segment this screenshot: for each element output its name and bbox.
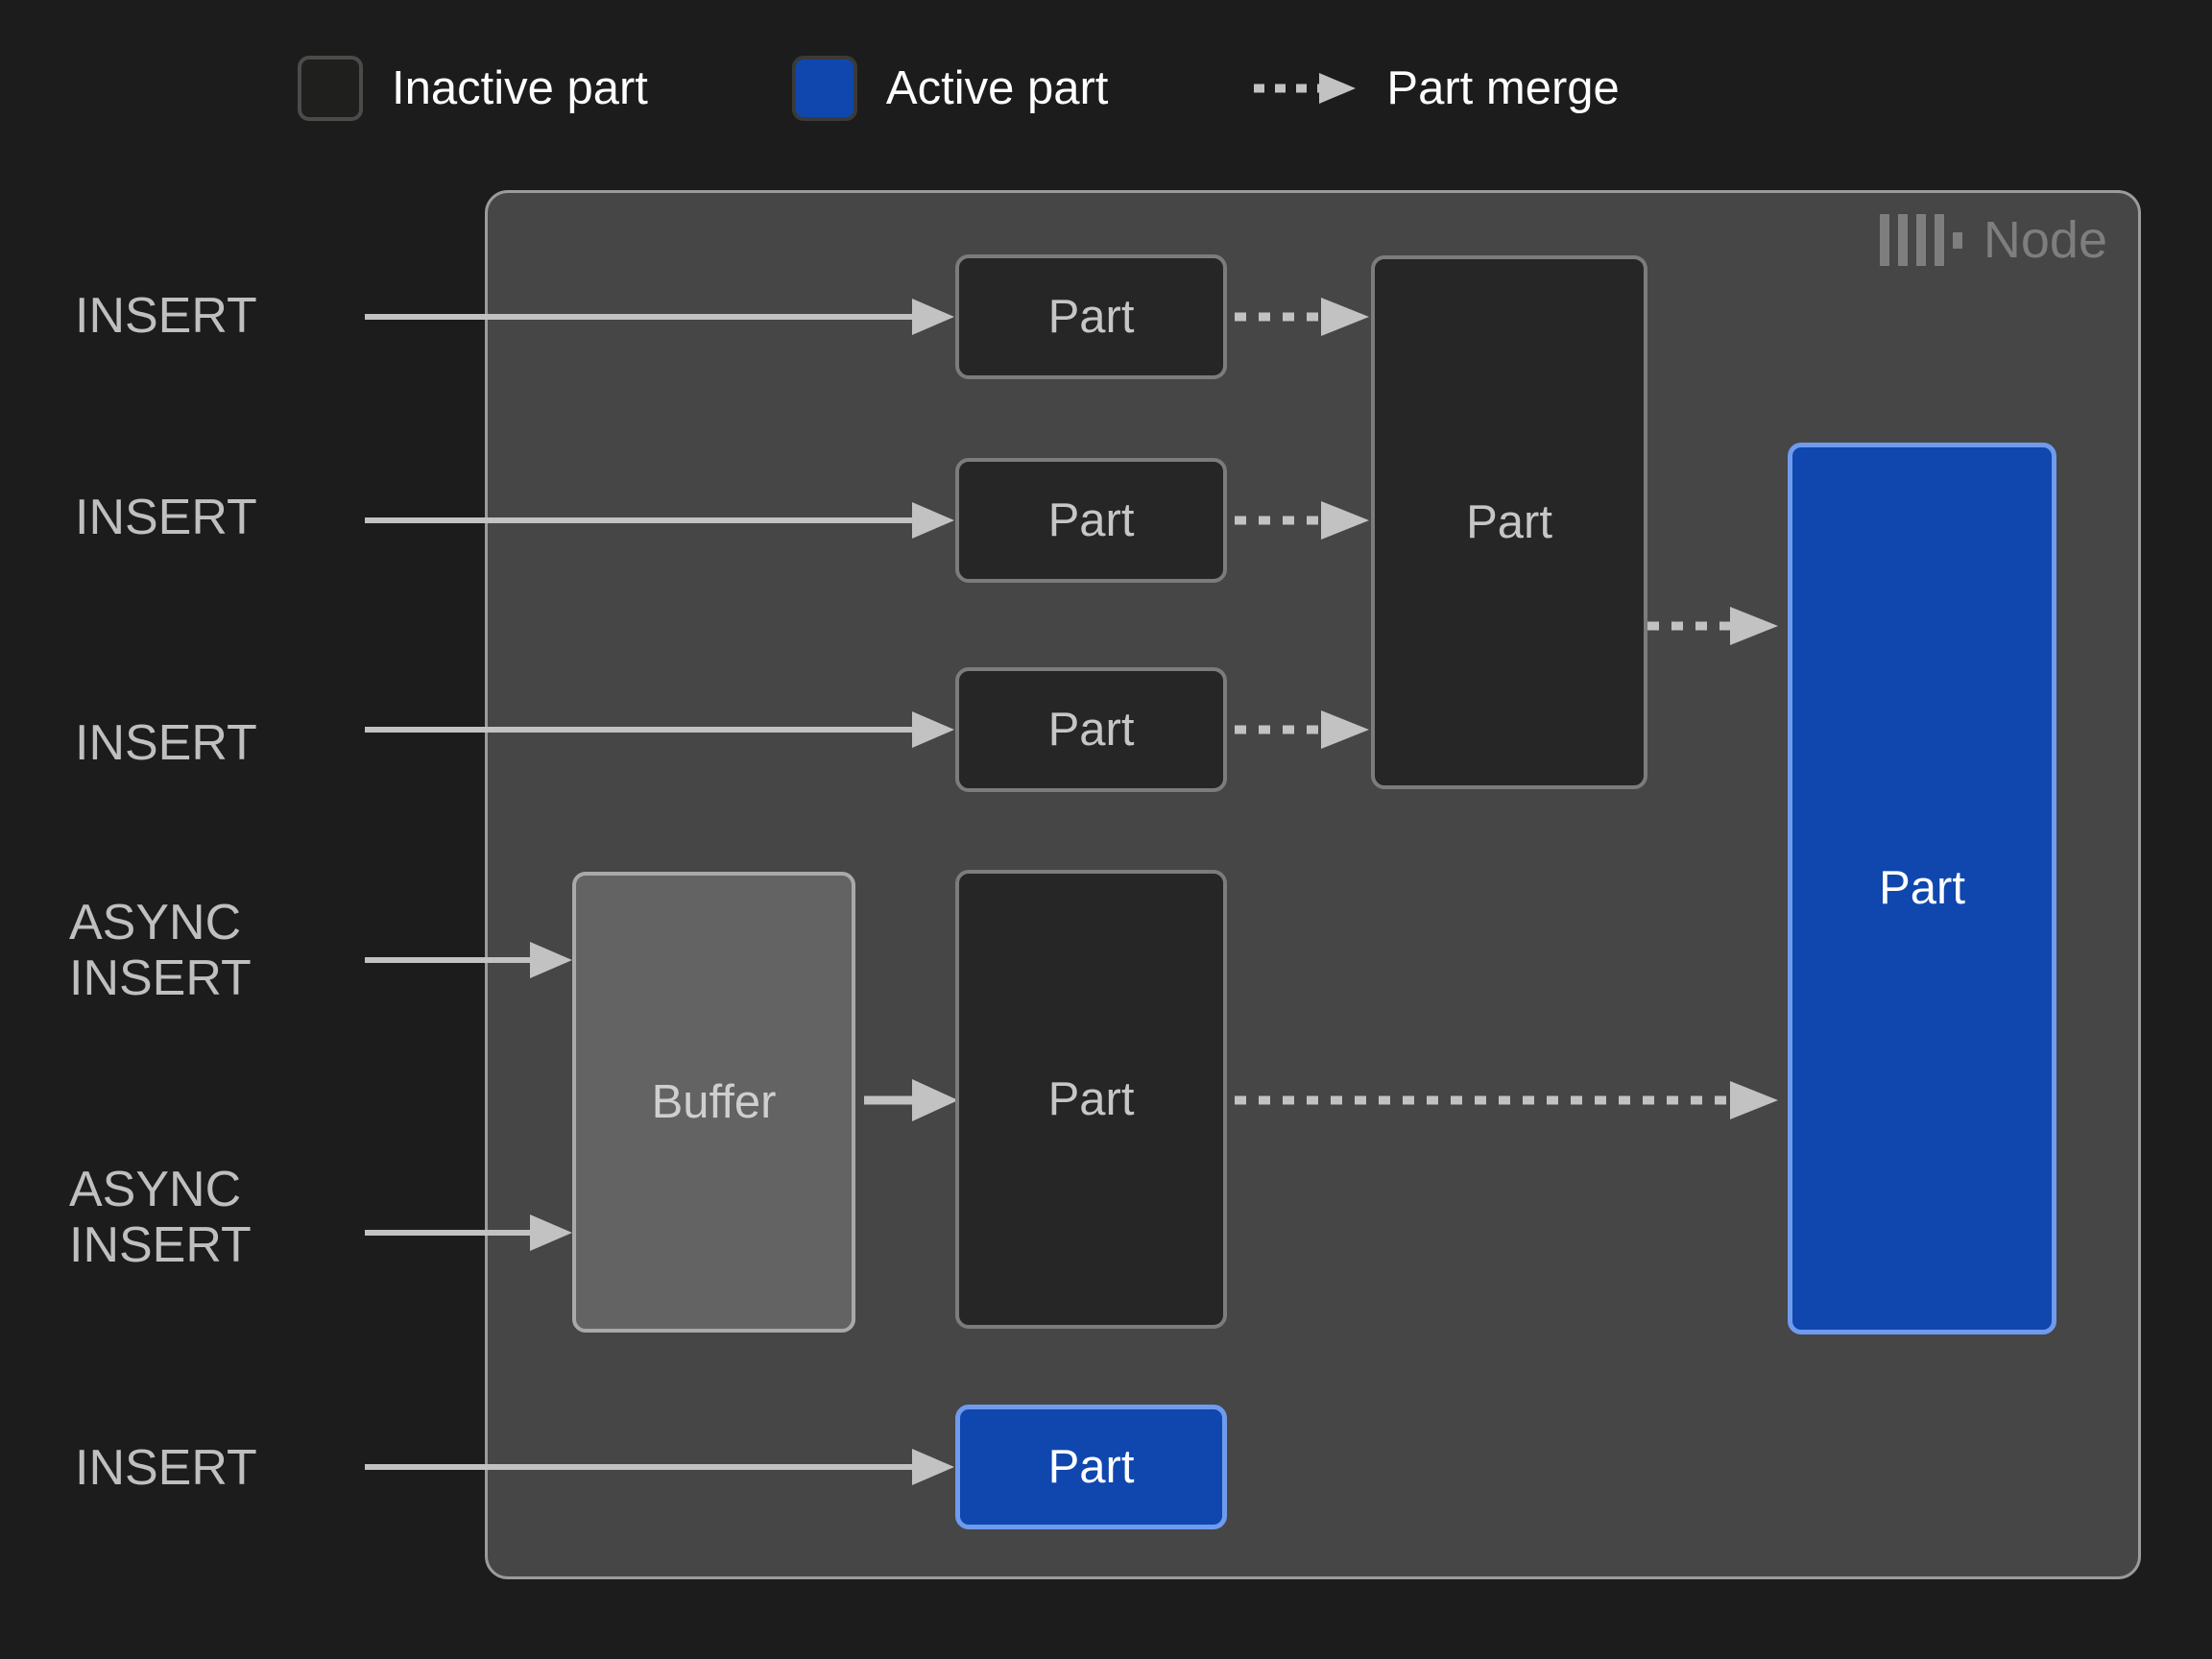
- legend-label-inactive-part: Inactive part: [392, 61, 648, 114]
- node-header: Node: [1879, 211, 2107, 269]
- inactive-part-swatch-icon: [298, 56, 363, 121]
- clickhouse-logo-icon: [1879, 214, 1962, 266]
- part-box-row-1[interactable]: Part: [955, 254, 1227, 379]
- legend-item-inactive-part: Inactive part: [298, 56, 648, 121]
- buffer-box[interactable]: Buffer: [572, 872, 855, 1333]
- legend-label-active-part: Active part: [885, 61, 1109, 114]
- legend-item-active-part: Active part: [791, 56, 1109, 121]
- part-box-row-3[interactable]: Part: [955, 667, 1227, 792]
- merged-part-box[interactable]: Part: [1371, 255, 1647, 789]
- active-part-swatch-icon: [791, 56, 857, 121]
- flow-label-insert-2: INSERT: [75, 490, 257, 545]
- node-title: Node: [1983, 211, 2107, 269]
- final-active-part-box[interactable]: Part: [1788, 443, 2056, 1334]
- legend-label-part-merge: Part merge: [1386, 61, 1620, 114]
- legend: Inactive part Active part Part merge: [298, 56, 1620, 121]
- part-merge-arrow-icon: [1254, 73, 1357, 104]
- flow-label-insert-1: INSERT: [75, 288, 257, 344]
- part-box-row-2[interactable]: Part: [955, 458, 1227, 583]
- bottom-active-part-box[interactable]: Part: [955, 1405, 1227, 1529]
- async-part-box[interactable]: Part: [955, 870, 1227, 1329]
- flow-label-insert-3: INSERT: [75, 715, 257, 771]
- flow-label-async-insert-2: ASYNC INSERT: [69, 1162, 252, 1274]
- flow-label-async-insert-1: ASYNC INSERT: [69, 895, 252, 1007]
- flow-label-insert-4: INSERT: [75, 1440, 257, 1496]
- legend-item-part-merge: Part merge: [1252, 61, 1620, 114]
